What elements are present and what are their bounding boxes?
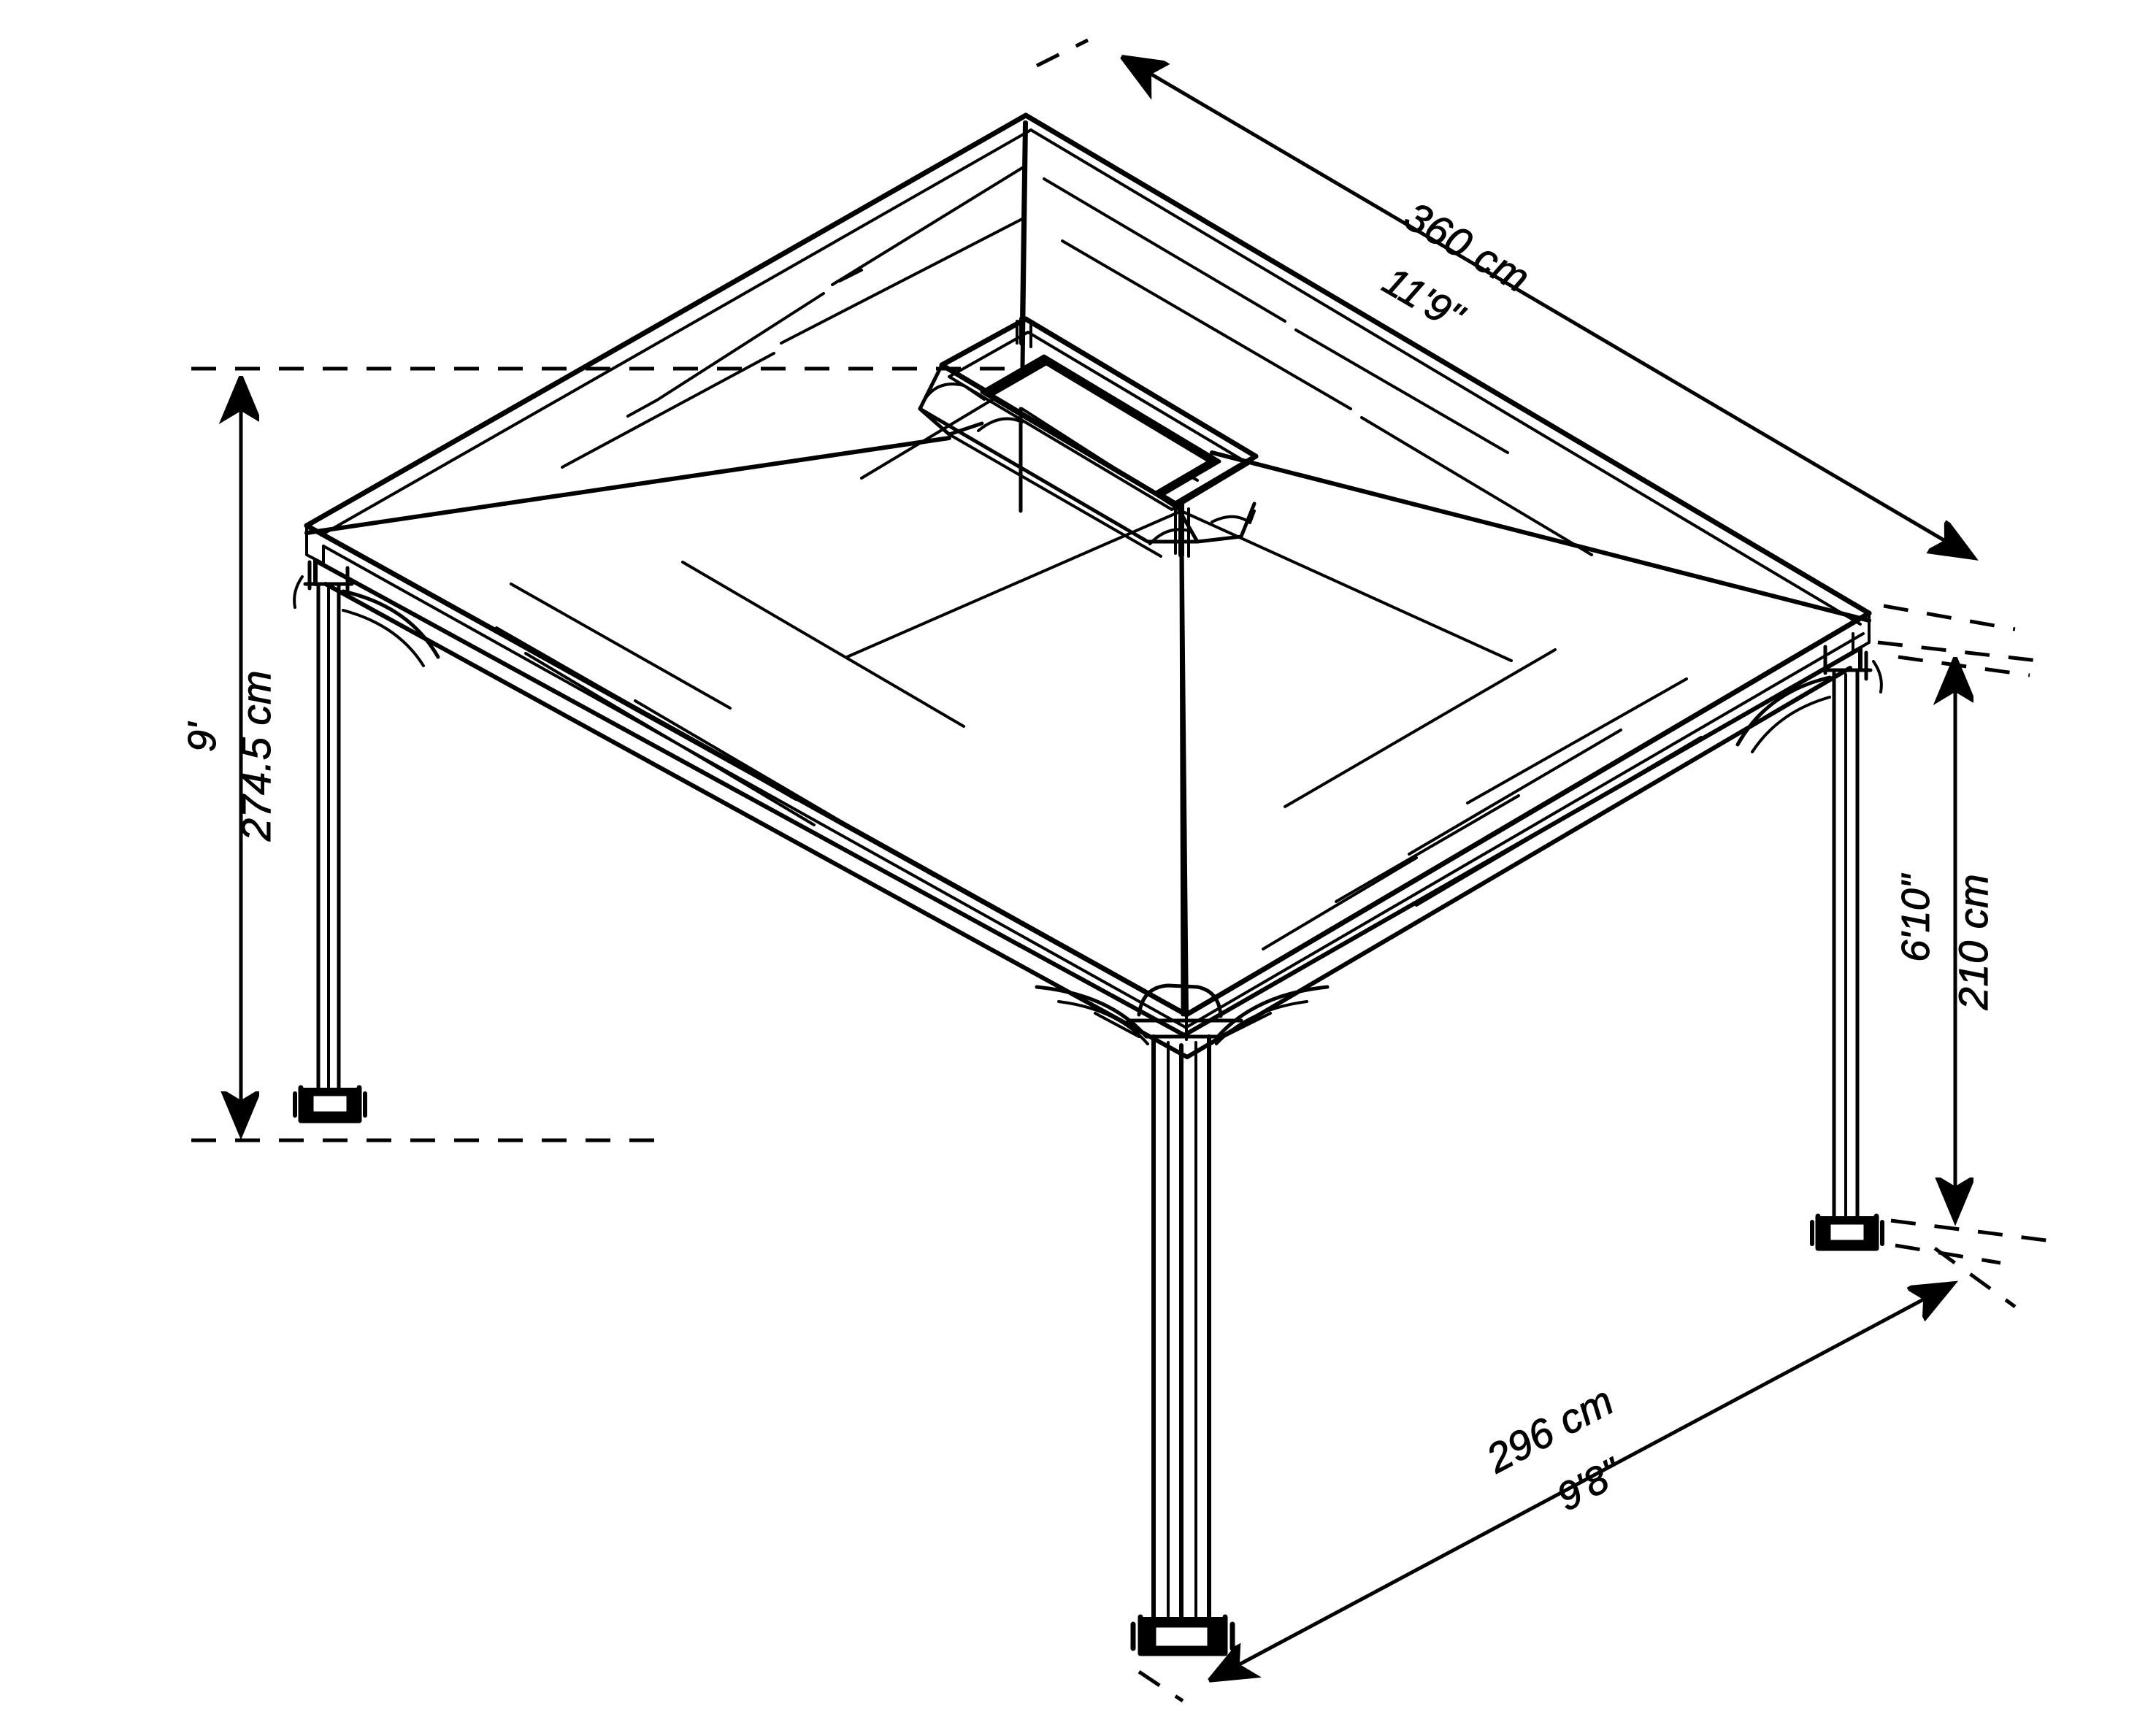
extension-line-right-base-2 [1933, 1246, 2017, 1309]
post-left [293, 560, 440, 1123]
extension-line-eave [1877, 640, 2045, 664]
post-right [1735, 645, 1884, 1251]
center-mast [1020, 120, 1185, 1017]
dimension-overall-height: 274.5 cm 9' [180, 366, 1037, 1142]
extension-line-right-base [1895, 1243, 2001, 1265]
extension-line-post-base [1890, 1218, 2052, 1243]
post-clearance-imperial-label: 6'10" [1894, 872, 1938, 961]
extension-line-right-eave [1883, 604, 2016, 631]
overall-height-metric-label: 274.5 cm [233, 670, 279, 842]
extension-line-apex [1035, 38, 1089, 68]
dimension-post-clearance: 210 cm 6'10" [1877, 640, 2052, 1243]
post-clearance-metric-label: 210 cm [1950, 874, 1996, 1011]
dimension-line-roof-span [1124, 58, 1971, 556]
dimension-line-base-width [1212, 1285, 1951, 1679]
overall-height-imperial-label: 9' [180, 721, 224, 752]
extension-line-front-base [1138, 1670, 1184, 1703]
